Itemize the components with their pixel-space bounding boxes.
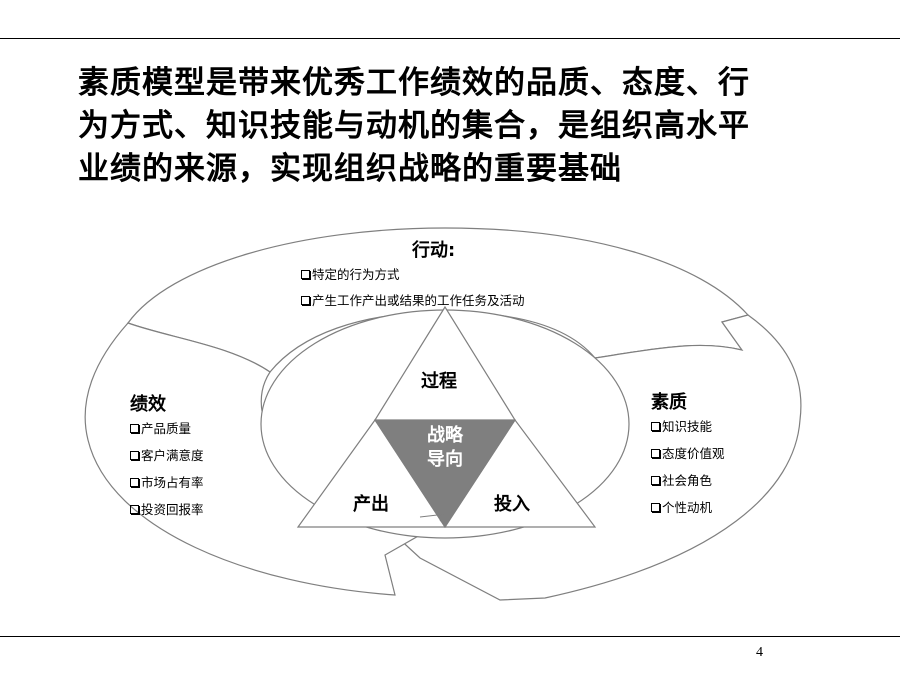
strategy-label-line-2: 导向 <box>427 449 463 470</box>
checkbox-bullet-icon <box>130 424 139 433</box>
bottom-rule <box>0 636 900 637</box>
checkbox-bullet-icon <box>651 503 660 512</box>
page-number: 4 <box>756 645 763 660</box>
action-list: 特定的行为方式 产生工作产出或结果的工作任务及活动 <box>301 262 525 314</box>
checkbox-bullet-icon <box>651 422 660 431</box>
performance-list: 产品质量 客户满意度 市场占有率 投资回报率 <box>130 415 204 523</box>
process-label: 过程 <box>421 371 457 392</box>
performance-item: 产品质量 <box>130 415 204 442</box>
cycle-arrow-mark <box>419 513 448 522</box>
performance-item: 客户满意度 <box>130 442 204 469</box>
action-heading: 行动: <box>412 240 456 261</box>
checkbox-bullet-icon <box>301 296 310 305</box>
triangle-strategy <box>374 419 516 528</box>
checkbox-bullet-icon <box>651 449 660 458</box>
checkbox-bullet-icon <box>130 505 139 514</box>
performance-heading: 绩效 <box>130 394 166 415</box>
performance-item: 投资回报率 <box>130 496 204 523</box>
strategy-label-line-1: 战略 <box>427 425 463 446</box>
checkbox-bullet-icon <box>130 451 139 460</box>
input-label: 投入 <box>494 494 530 515</box>
title-line-1: 素质模型是带来优秀工作绩效的品质、态度、行 <box>78 65 750 101</box>
quality-item: 个性动机 <box>651 494 725 521</box>
strategy-label: 战略 导向 <box>415 424 475 472</box>
checkbox-bullet-icon <box>651 476 660 485</box>
quality-item: 知识技能 <box>651 413 725 440</box>
title-line-2: 为方式、知识技能与动机的集合，是组织高水平 <box>78 108 750 144</box>
action-item: 产生工作产出或结果的工作任务及活动 <box>301 288 525 314</box>
slide-title: 素质模型是带来优秀工作绩效的品质、态度、行 为方式、知识技能与动机的集合，是组织… <box>78 62 838 191</box>
quality-list: 知识技能 态度价值观 社会角色 个性动机 <box>651 413 725 521</box>
quality-item: 社会角色 <box>651 467 725 494</box>
checkbox-bullet-icon <box>301 270 310 279</box>
title-line-3: 业绩的来源，实现组织战略的重要基础 <box>78 151 622 187</box>
quality-heading: 素质 <box>651 392 687 413</box>
performance-item: 市场占有率 <box>130 469 204 496</box>
quality-item: 态度价值观 <box>651 440 725 467</box>
checkbox-bullet-icon <box>130 478 139 487</box>
output-label: 产出 <box>353 494 389 515</box>
top-rule <box>0 38 900 39</box>
action-item: 特定的行为方式 <box>301 262 525 288</box>
